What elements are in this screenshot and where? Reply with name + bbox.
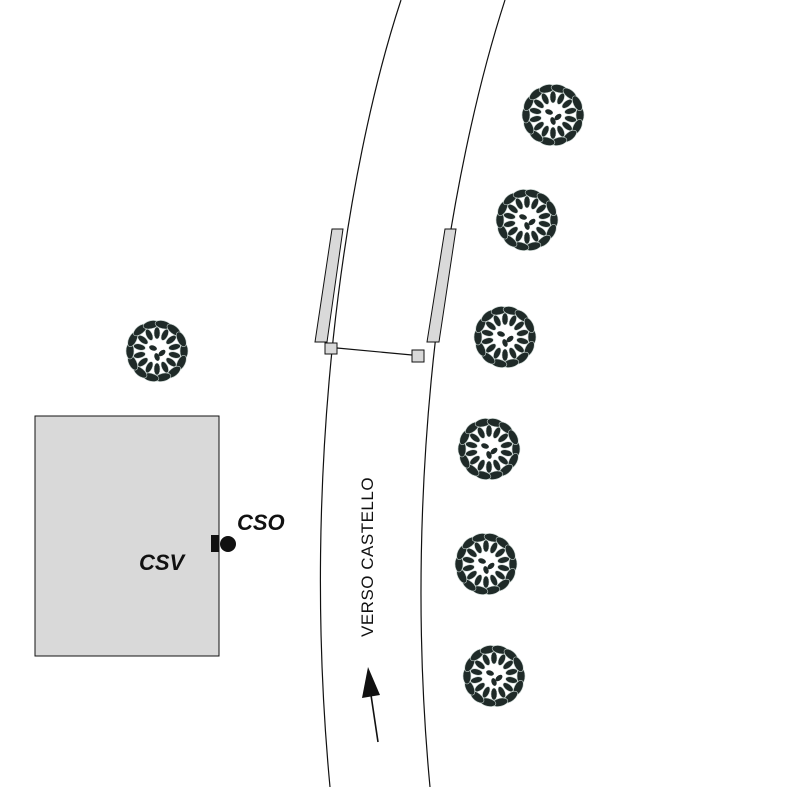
road-left-edge xyxy=(319,0,402,787)
tree-canopy-icon xyxy=(495,189,559,251)
csv-marker xyxy=(211,535,219,552)
tree-canopy-icon xyxy=(457,418,521,480)
road-right-edge xyxy=(420,0,506,787)
direction-arrow-icon xyxy=(362,667,380,743)
tree-canopy-icon xyxy=(521,84,585,146)
road-direction-label: VERSO CASTELLO xyxy=(358,477,377,637)
cso-label: CSO xyxy=(237,510,285,535)
platform-left xyxy=(314,228,344,343)
building xyxy=(34,415,220,657)
tree-canopy-icon xyxy=(454,533,518,595)
csv-label: CSV xyxy=(139,550,187,575)
platform-right-base xyxy=(411,349,425,363)
tree-canopy-icon xyxy=(125,320,189,382)
tree-canopy-icon xyxy=(462,645,526,707)
tree-canopy-icon xyxy=(473,306,537,368)
platform-right xyxy=(426,228,457,343)
crossing-line xyxy=(336,347,413,356)
platform-left-base xyxy=(324,342,338,355)
trees xyxy=(125,84,585,707)
cso-marker xyxy=(220,536,236,552)
